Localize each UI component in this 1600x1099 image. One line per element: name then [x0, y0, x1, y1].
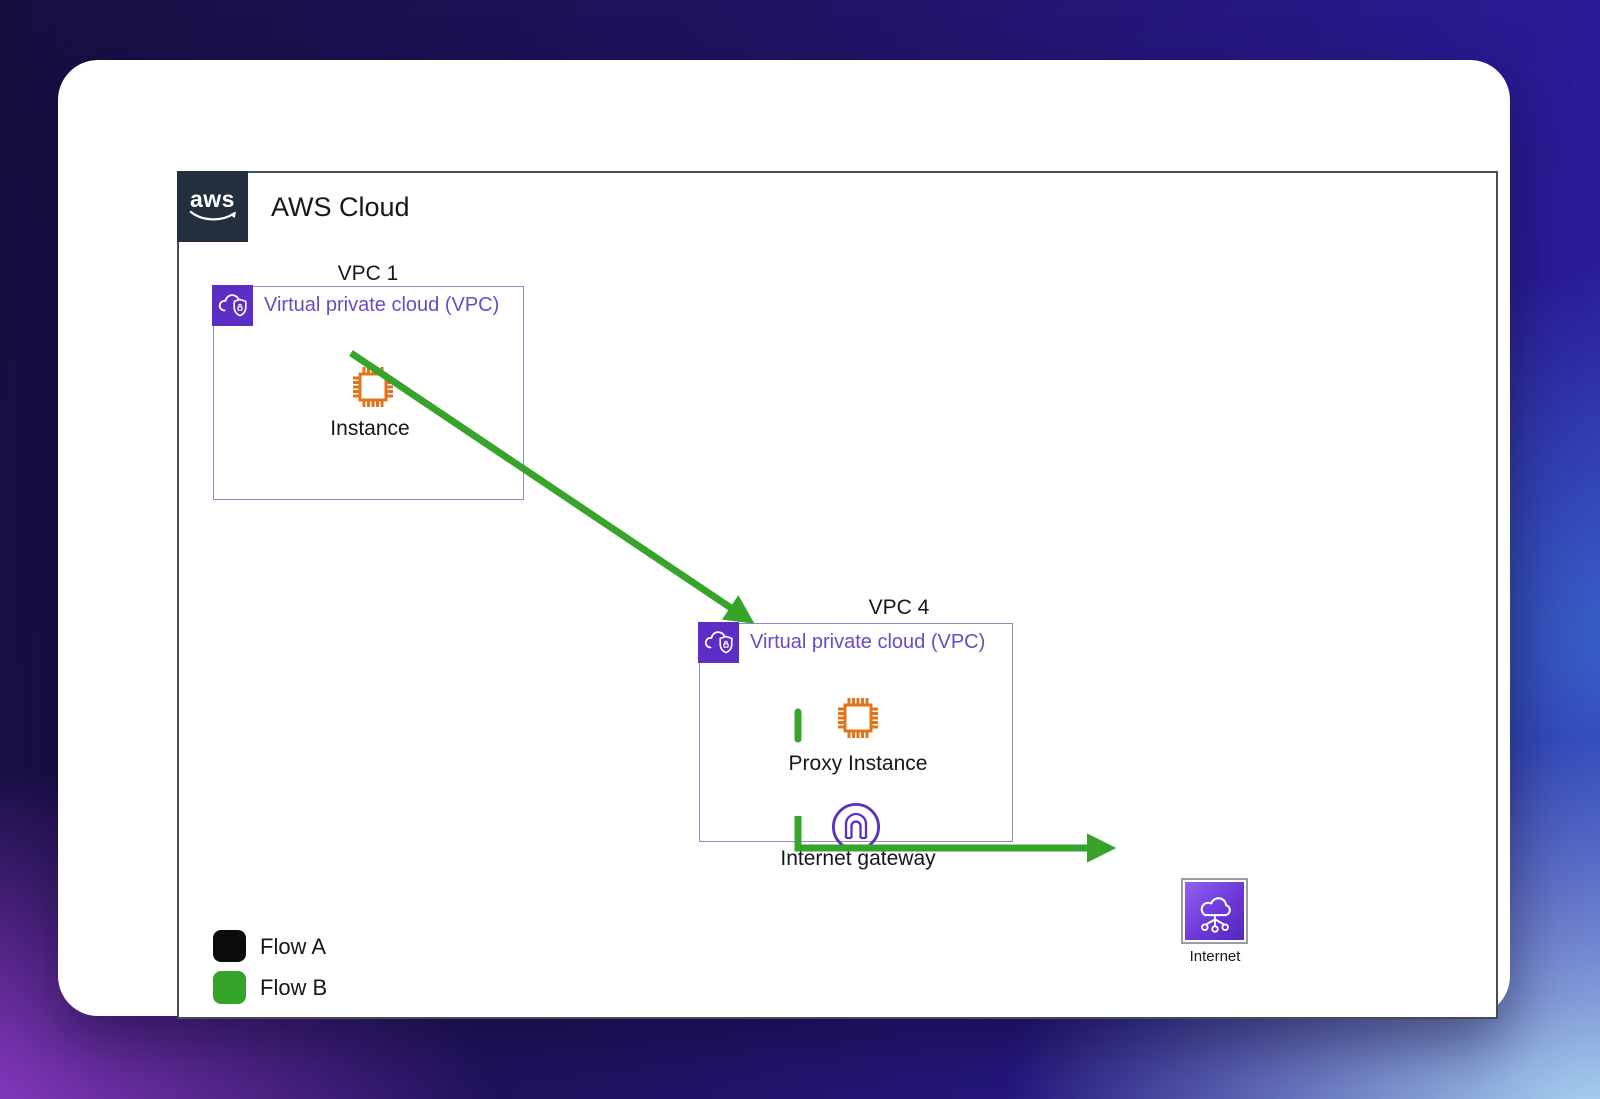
legend: Flow A Flow B	[212, 929, 327, 1011]
aws-smile-icon	[189, 210, 236, 221]
flow-b-swatch	[213, 971, 246, 1004]
internet-cloud-icon	[1200, 897, 1231, 933]
proxy-instance-label: Proxy Instance	[788, 752, 928, 775]
aws-logo: aws	[177, 171, 248, 242]
internet-label: Internet	[1189, 948, 1241, 965]
vpc4-box: Virtual private cloud (VPC)	[698, 622, 1013, 842]
vpc4-label: Virtual private cloud (VPC)	[750, 631, 986, 653]
vpc-icon	[212, 285, 254, 327]
flow-b-label: Flow B	[260, 974, 328, 1000]
legend-item-flow-a: Flow A	[212, 929, 327, 964]
vpc-icon	[698, 622, 740, 664]
vpc4-title: VPC 4	[868, 596, 930, 619]
instance-label: Instance	[330, 417, 410, 440]
internet-gateway-icon	[831, 802, 881, 852]
legend-item-flow-b: Flow B	[212, 970, 327, 1005]
diagram-card: aws AWS Cloud VPC 1 Virtual private clou…	[58, 60, 1510, 1019]
vpc1-label: Virtual private cloud (VPC)	[264, 294, 500, 316]
internet-icon	[1185, 882, 1244, 940]
internet-gateway-label: Internet gateway	[780, 847, 936, 870]
flow-a-swatch	[213, 930, 246, 962]
aws-cloud-title: AWS Cloud	[271, 192, 410, 222]
flow-a-label: Flow A	[260, 933, 327, 959]
internet-icon-frame	[1181, 878, 1248, 944]
instance-icon	[353, 367, 393, 407]
proxy-instance-icon	[838, 698, 878, 738]
aws-logo-text: aws	[190, 186, 235, 212]
vpc1-title: VPC 1	[337, 262, 399, 285]
